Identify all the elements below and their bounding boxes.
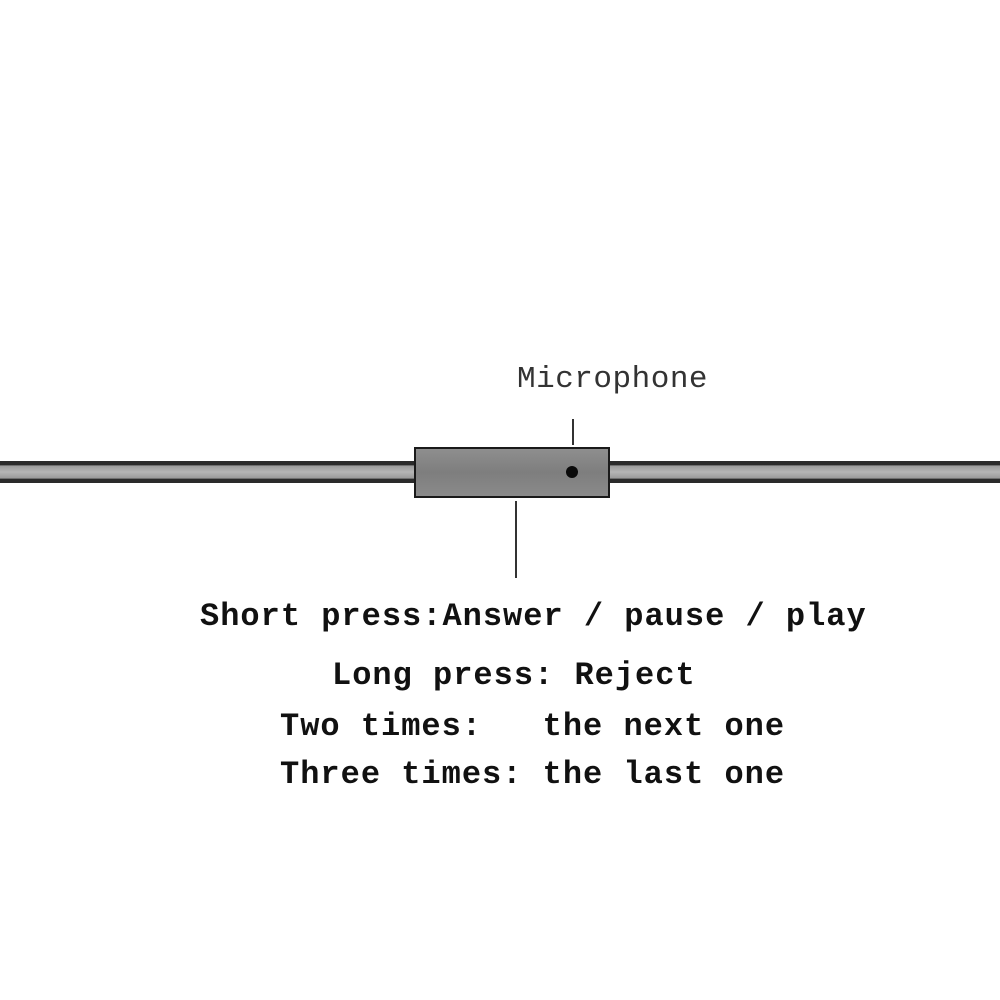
instruction-three-times: Three times: the last one <box>280 756 786 793</box>
microphone-label: Microphone <box>517 362 709 397</box>
button-leader-line <box>515 501 517 578</box>
instruction-short-press: Short press:Answer / pause / play <box>200 598 867 635</box>
microphone-leader-line <box>572 419 574 445</box>
instruction-long-press: Long press: Reject <box>332 657 696 694</box>
microphone-hole-icon <box>566 466 578 478</box>
instruction-two-times: Two times: the next one <box>280 708 786 745</box>
inline-remote-button <box>414 447 610 498</box>
